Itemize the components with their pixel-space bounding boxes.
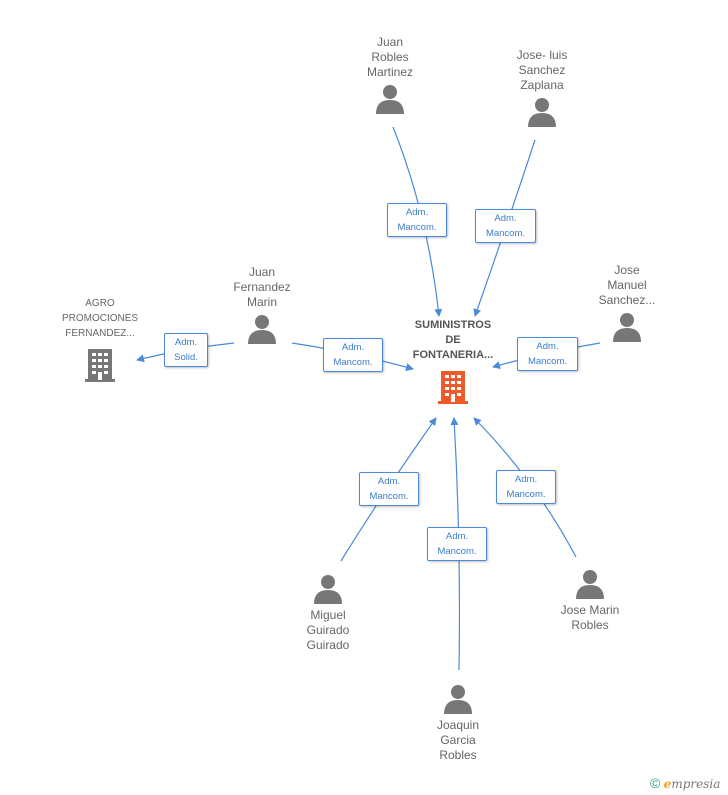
company-node-agro[interactable]: AGRO PROMOCIONES FERNANDEZ... (52, 296, 148, 383)
person-node-miguel[interactable]: Miguel Guirado Guirado (288, 574, 368, 653)
person-node-juan-robles[interactable]: Juan Robles Martinez (350, 35, 430, 114)
person-icon (528, 98, 556, 127)
person-icon (444, 685, 472, 714)
person-icon (376, 85, 404, 114)
edge-badge-jose-marin[interactable]: Adm. Mancom. (496, 470, 556, 504)
edge-badge-jose-luis[interactable]: Adm. Mancom. (475, 209, 536, 243)
person-icon (314, 575, 342, 604)
person-label: Juan Robles Martinez (366, 35, 413, 79)
person-icon (576, 570, 604, 599)
edge-badge-jose-manuel[interactable]: Adm. Mancom. (517, 337, 578, 371)
edge-badge-agro[interactable]: Adm. Solid. (164, 333, 208, 367)
edge-badge-juan-fernandez[interactable]: Adm. Mancom. (323, 338, 383, 372)
person-label: Juan Fernandez Marin (233, 265, 291, 309)
person-node-jose-luis[interactable]: Jose- luis Sanchez Zaplana (499, 48, 585, 127)
brand-logo[interactable]: empresia (664, 777, 721, 791)
center-company-label: SUMINISTROS DE FONTANERIA... (412, 319, 494, 361)
person-label: Miguel Guirado Guirado (306, 608, 350, 652)
person-icon (613, 313, 641, 342)
company-label: AGRO PROMOCIONES FERNANDEZ... (61, 298, 139, 339)
brand-name: mpresia (671, 777, 721, 791)
person-label: Jose- luis Sanchez Zaplana (516, 48, 568, 92)
person-label: Jose Marin Robles (560, 603, 620, 632)
person-icon (248, 315, 276, 344)
brand-initial: e (663, 777, 672, 791)
person-node-jose-manuel[interactable]: Jose Manuel Sanchez... (586, 263, 668, 342)
person-node-juan-fernandez[interactable]: Juan Fernandez Marin (222, 265, 302, 344)
person-label: Jose Manuel Sanchez... (598, 263, 656, 307)
center-company-node[interactable]: SUMINISTROS DE FONTANERIA... (397, 318, 509, 405)
building-icon (438, 371, 468, 404)
person-label: Joaquin Garcia Robles (436, 718, 480, 762)
edge-badge-miguel[interactable]: Adm. Mancom. (359, 472, 419, 506)
edge-badge-joaquin[interactable]: Adm. Mancom. (427, 527, 487, 561)
copyright-icon: © (650, 775, 661, 791)
building-icon (85, 349, 115, 382)
person-node-jose-marin[interactable]: Jose Marin Robles (547, 569, 633, 633)
footer-brand: © empresia (650, 775, 720, 791)
edge-badge-juan-robles[interactable]: Adm. Mancom. (387, 203, 447, 237)
person-node-joaquin[interactable]: Joaquin Garcia Robles (418, 684, 498, 763)
